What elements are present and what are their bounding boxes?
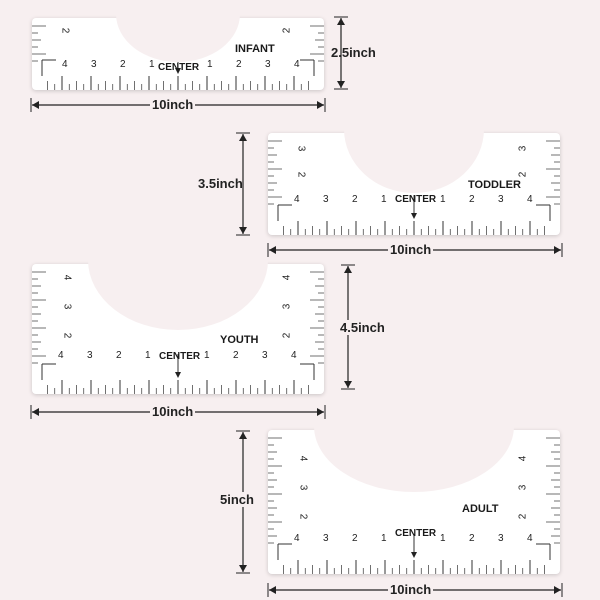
toddler-scale-1r: 1 bbox=[440, 194, 446, 205]
infant-width-label: 10inch bbox=[150, 97, 196, 112]
adult-scale-3l: 3 bbox=[323, 533, 329, 544]
toddler-center-label: CENTER bbox=[395, 194, 437, 205]
toddler-scale-2l: 2 bbox=[352, 194, 358, 205]
infant-height-arrow bbox=[334, 16, 348, 90]
infant-scale-2l: 2 bbox=[120, 59, 126, 70]
adult-scale-1r: 1 bbox=[440, 533, 446, 544]
toddler-side-3r: 3 bbox=[517, 145, 529, 152]
adult-side-2r: 2 bbox=[517, 513, 529, 520]
adult-ticks bbox=[268, 437, 560, 574]
infant-scale-4l: 4 bbox=[62, 59, 68, 70]
toddler-side-2r: 2 bbox=[517, 171, 529, 178]
toddler-label: TODDLER bbox=[468, 179, 521, 191]
adult-side-2l: 2 bbox=[297, 513, 309, 520]
infant-ticks bbox=[32, 25, 324, 90]
youth-side-3l: 3 bbox=[61, 303, 73, 310]
infant-scale-4r: 4 bbox=[294, 59, 300, 70]
toddler-scale-2r: 2 bbox=[469, 194, 475, 205]
center-arrow-head bbox=[411, 213, 417, 219]
infant-label: INFANT bbox=[235, 43, 275, 55]
youth-scale-1l: 1 bbox=[145, 350, 151, 361]
adult-scale-2l: 2 bbox=[352, 533, 358, 544]
toddler-scale-3r: 3 bbox=[498, 194, 504, 205]
adult-side-3l: 3 bbox=[297, 484, 309, 491]
youth-scale-4r: 4 bbox=[291, 350, 297, 361]
youth-side-4r: 4 bbox=[281, 274, 293, 281]
youth-side-4l: 4 bbox=[61, 274, 73, 281]
youth-side-2r: 2 bbox=[281, 332, 293, 339]
infant-side-number-right: 2 bbox=[281, 27, 293, 34]
infant-ruler: INFANT CENTER 2 2 4 3 2 1 1 2 3 4 bbox=[32, 14, 324, 90]
youth-ticks bbox=[32, 271, 324, 394]
infant-scale-1r: 1 bbox=[207, 59, 213, 70]
adult-side-4r: 4 bbox=[517, 455, 529, 462]
adult-scale-4l: 4 bbox=[294, 533, 300, 544]
youth-scale-3l: 3 bbox=[87, 350, 93, 361]
youth-scale-1r: 1 bbox=[204, 350, 210, 361]
toddler-side-2l: 2 bbox=[295, 171, 307, 178]
infant-center-label: CENTER bbox=[158, 62, 200, 73]
youth-width-label: 10inch bbox=[150, 404, 196, 419]
infant-scale-1l: 1 bbox=[149, 59, 155, 70]
adult-scale-3r: 3 bbox=[498, 533, 504, 544]
center-arrow-head bbox=[175, 372, 181, 378]
adult-scale-1l: 1 bbox=[381, 533, 387, 544]
youth-scale-2r: 2 bbox=[233, 350, 239, 361]
youth-scale-3r: 3 bbox=[262, 350, 268, 361]
infant-side-number-left: 2 bbox=[59, 27, 71, 34]
youth-ruler: YOUTH CENTER 4 3 2 4 3 2 4 3 2 1 1 2 3 4 bbox=[32, 260, 324, 394]
center-arrow-head bbox=[411, 552, 417, 558]
infant-scale-2r: 2 bbox=[236, 59, 242, 70]
infant-height-label: 2.5inch bbox=[331, 45, 376, 60]
youth-scale-4l: 4 bbox=[58, 350, 64, 361]
youth-label: YOUTH bbox=[220, 334, 259, 346]
toddler-ruler: TODDLER CENTER 3 2 3 2 4 3 2 1 1 2 3 4 bbox=[268, 129, 560, 235]
toddler-scale-3l: 3 bbox=[323, 194, 329, 205]
infant-scale-3r: 3 bbox=[265, 59, 271, 70]
toddler-ticks bbox=[268, 140, 560, 235]
youth-scale-2l: 2 bbox=[116, 350, 122, 361]
toddler-side-3l: 3 bbox=[295, 145, 307, 152]
youth-side-2l: 2 bbox=[61, 332, 73, 339]
adult-scale-2r: 2 bbox=[469, 533, 475, 544]
youth-side-3r: 3 bbox=[281, 303, 293, 310]
toddler-height-arrow bbox=[236, 132, 250, 236]
toddler-height-label: 3.5inch bbox=[198, 176, 243, 191]
adult-side-4l: 4 bbox=[297, 455, 309, 462]
toddler-scale-4l: 4 bbox=[294, 194, 300, 205]
adult-scale-4r: 4 bbox=[527, 533, 533, 544]
adult-ruler: ADULT CENTER 4 3 2 4 3 2 4 3 2 1 1 2 3 4 bbox=[268, 426, 560, 574]
youth-height-label: 4.5inch bbox=[338, 320, 387, 335]
youth-center-label: CENTER bbox=[159, 351, 201, 362]
infant-scale-3l: 3 bbox=[91, 59, 97, 70]
toddler-scale-4r: 4 bbox=[527, 194, 533, 205]
adult-label: ADULT bbox=[462, 503, 499, 515]
toddler-scale-1l: 1 bbox=[381, 194, 387, 205]
adult-side-3r: 3 bbox=[517, 484, 529, 491]
adult-width-label: 10inch bbox=[388, 582, 434, 597]
adult-center-label: CENTER bbox=[395, 528, 437, 539]
toddler-width-label: 10inch bbox=[388, 242, 434, 257]
center-arrow-head bbox=[175, 68, 181, 74]
adult-height-label: 5inch bbox=[218, 492, 256, 507]
